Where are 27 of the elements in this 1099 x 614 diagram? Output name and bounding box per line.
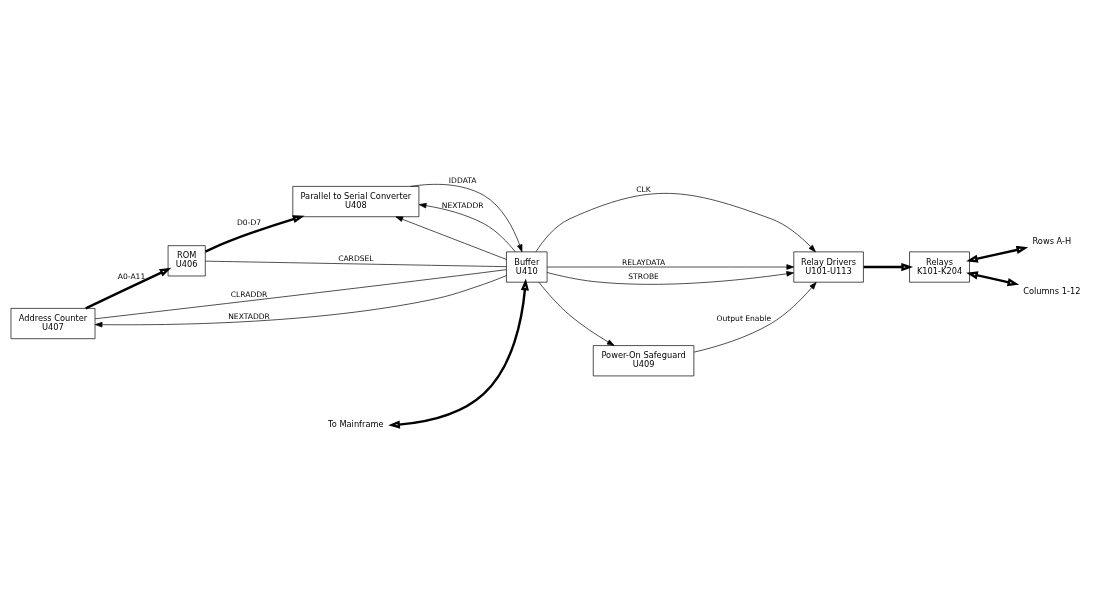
- node-box: Buffer U410: [506, 251, 548, 283]
- node-box: Power-On Safeguard U409: [592, 345, 695, 377]
- arrow: [546, 271, 794, 285]
- arrow: [693, 282, 817, 353]
- arrow: [863, 262, 914, 272]
- arrow: [418, 202, 516, 253]
- arrow: [204, 215, 305, 253]
- arrow: [395, 216, 507, 260]
- arrow: [546, 264, 795, 270]
- node-text: Columns 1-12: [1023, 285, 1081, 296]
- arrow: [410, 184, 523, 253]
- node-box: Relay Drivers U101-U113: [793, 251, 864, 283]
- node-box: Address Counter U407: [10, 308, 96, 340]
- node-text: To Mainframe: [328, 418, 384, 429]
- node-text: Rows A-H: [1032, 236, 1072, 247]
- arrow: [535, 193, 816, 253]
- node-box: ROM U406: [167, 245, 206, 277]
- connector: [94, 269, 507, 320]
- arrow: [966, 271, 1020, 287]
- node-box: Parallel to Serial Converter U408: [292, 186, 420, 218]
- connector: [205, 260, 507, 267]
- arrow: [94, 275, 507, 328]
- arrow: [538, 281, 615, 346]
- arrow: [85, 267, 172, 310]
- arrow: [966, 245, 1029, 263]
- node-box: Relays K101-K204: [909, 251, 970, 283]
- arrow: [388, 278, 529, 429]
